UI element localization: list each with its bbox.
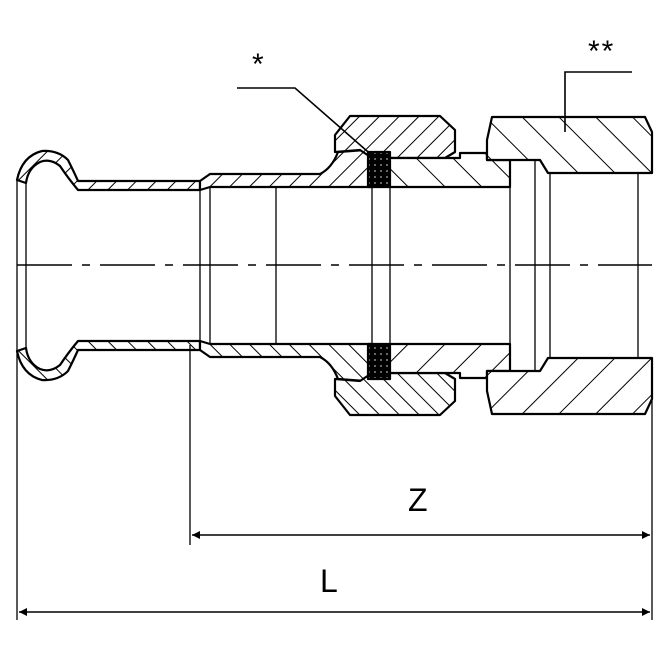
seal-callout: * <box>252 48 264 81</box>
dimension-l-label: L <box>320 563 338 599</box>
extension-lines <box>16 180 653 620</box>
thread-callout: ** <box>588 35 616 68</box>
dimension-z-label: Z <box>408 482 428 518</box>
seal-leader <box>237 87 376 159</box>
thread-leader <box>564 71 632 132</box>
